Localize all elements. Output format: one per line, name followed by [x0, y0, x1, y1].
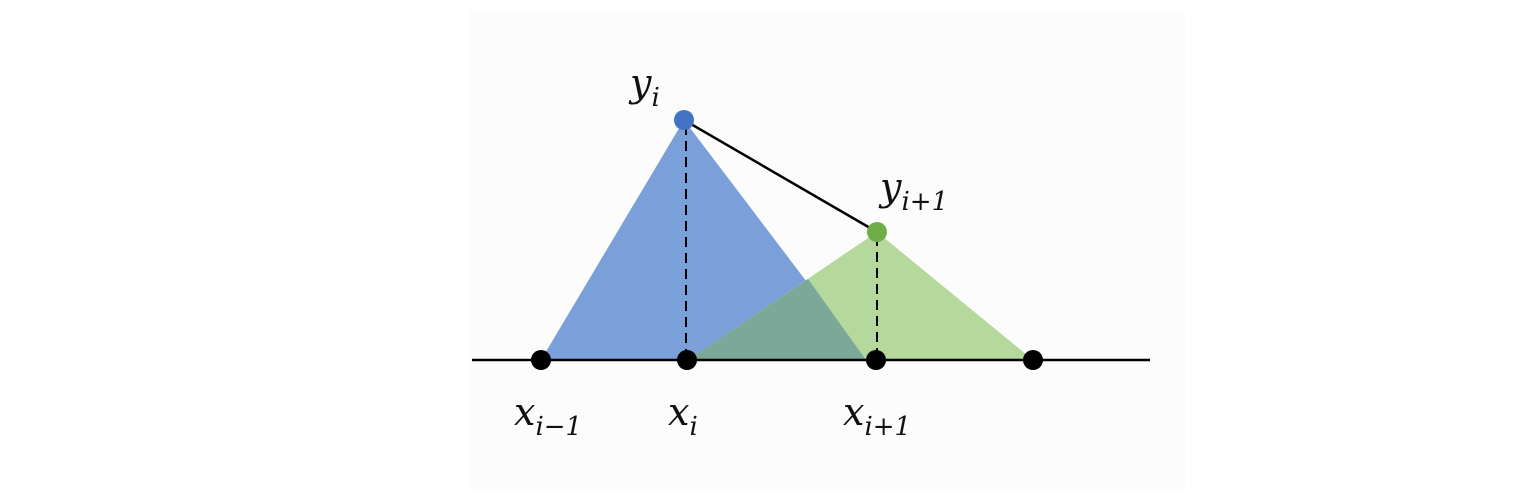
label-x-i-plus-1: xi+1	[843, 390, 911, 442]
point-y-i-plus-1	[867, 222, 887, 242]
label-x-i-base: x	[668, 390, 689, 434]
point-y-i	[674, 110, 694, 130]
label-x-i: xi	[668, 390, 698, 442]
label-x-i-plus-1-sub: i+1	[864, 412, 911, 442]
label-x-i-minus-1-base: x	[514, 390, 535, 434]
node-x-i	[677, 350, 697, 370]
node-x-i-minus-1	[531, 350, 551, 370]
label-x-i-minus-1: xi−1	[514, 390, 582, 442]
node-x-i-plus-1	[866, 350, 886, 370]
label-y-i: yi	[628, 61, 660, 113]
label-x-i-sub: i	[689, 412, 697, 442]
node-x-i-plus-2	[1023, 350, 1043, 370]
label-y-i-plus-1-base: y	[878, 165, 902, 209]
label-y-i-plus-1-sub: i+1	[901, 187, 948, 217]
connecting-segment	[683, 118, 878, 234]
label-x-i-plus-1-base: x	[843, 390, 864, 434]
label-y-i-sub: i	[651, 83, 659, 113]
overlap-region	[688, 279, 866, 360]
label-y-i-plus-1: yi+1	[878, 165, 948, 217]
label-x-i-minus-1-sub: i−1	[535, 412, 582, 442]
label-y-i-base: y	[628, 61, 652, 105]
diagram-background	[470, 10, 1185, 490]
